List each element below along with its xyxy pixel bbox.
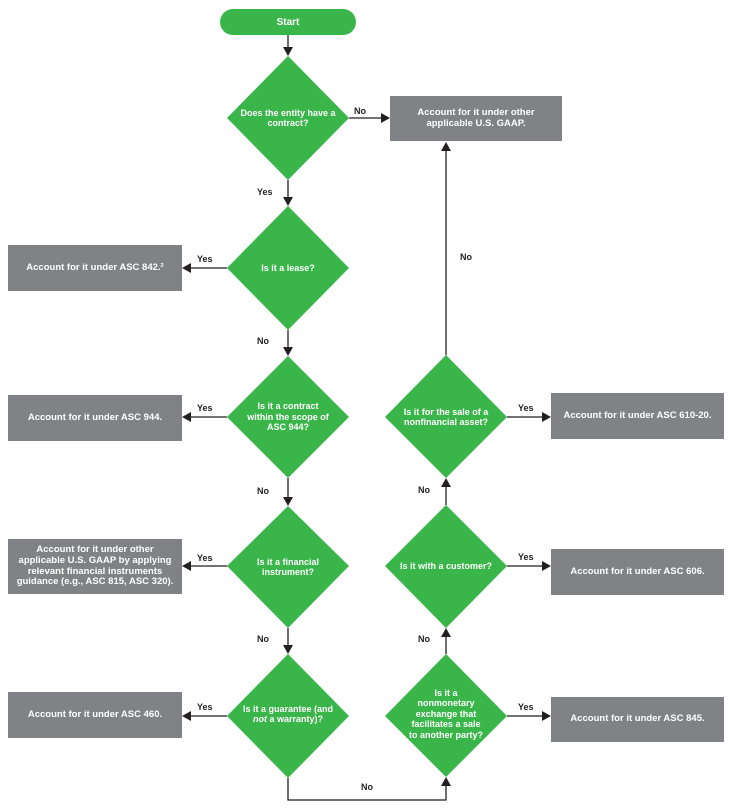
decision-diamond-asc944 xyxy=(227,356,349,478)
edge-label-yes-financial: Yes xyxy=(197,553,213,563)
decision-diamond-contract xyxy=(227,56,349,180)
outcome-asc845: Account for it under ASC 845. xyxy=(551,697,724,742)
decision-asc944-scope: Is it a contract within the scope of ASC… xyxy=(247,401,329,433)
outcome-other-gaap: Account for it under other applicable U.… xyxy=(390,96,562,141)
decision-diamond-lease xyxy=(227,206,349,330)
connectors xyxy=(188,34,545,801)
decision-with-customer: Is it with a customer? xyxy=(399,560,493,571)
edge-label-no-asc944: No xyxy=(257,486,269,496)
edge-label-yes-nonfinancial: Yes xyxy=(518,403,534,413)
edge-label-no-lease: No xyxy=(257,336,269,346)
start-node: Start xyxy=(220,9,356,35)
edge-label-no-guarantee: No xyxy=(361,782,373,792)
guarantee-suffix: a warranty)? xyxy=(269,714,324,725)
edge-label-no-contract: No xyxy=(354,106,366,116)
outcome-asc842: Account for it under ASC 842.² xyxy=(8,245,182,291)
decision-diamond-financial xyxy=(227,506,349,628)
decision-diamond-customer xyxy=(385,505,507,628)
edge-label-no-nonmonetary: No xyxy=(418,634,430,644)
decision-diamond-nonfinancial xyxy=(385,355,507,478)
guarantee-prefix: Is it a guarantee (and xyxy=(242,704,334,714)
edge-label-no-nonfinancial: No xyxy=(460,252,472,262)
outcome-financial-guidance: Account for it under other applicable U.… xyxy=(8,539,182,594)
edge-label-yes-asc944: Yes xyxy=(197,403,213,413)
edge-label-yes-contract: Yes xyxy=(257,187,273,197)
edge-label-yes-customer: Yes xyxy=(518,552,534,562)
decision-guarantee: Is it a guarantee (and not a warranty)? xyxy=(236,702,340,732)
outcome-asc944: Account for it under ASC 944. xyxy=(8,395,182,441)
decision-diamond-nonmonetary xyxy=(385,654,507,777)
decision-nonfinancial-asset: Is it for the sale of a nonfinancial ass… xyxy=(403,406,489,427)
decision-is-lease: Is it a lease? xyxy=(261,262,315,273)
edge-label-no-financial: No xyxy=(257,634,269,644)
edge-label-yes-guarantee: Yes xyxy=(197,702,213,712)
arrowheads xyxy=(182,47,551,786)
decision-nonmonetary-exchange: Is it a nonmonetary exchange that facili… xyxy=(408,688,483,740)
outcome-asc610-20: Account for it under ASC 610-20. xyxy=(551,393,724,439)
outcome-asc606: Account for it under ASC 606. xyxy=(551,549,724,595)
decision-financial-instrument: Is it a financial instrument? xyxy=(256,556,320,577)
decision-diamond-guarantee xyxy=(227,654,349,778)
outcome-asc460: Account for it under ASC 460. xyxy=(8,692,182,738)
edge-label-yes-nonmonetary: Yes xyxy=(518,702,534,712)
decision-has-contract: Does the entity have a contract? xyxy=(240,107,336,128)
edge-label-yes-lease: Yes xyxy=(197,254,213,264)
edge-label-no-customer: No xyxy=(418,485,430,495)
guarantee-italic: not xyxy=(252,714,267,725)
